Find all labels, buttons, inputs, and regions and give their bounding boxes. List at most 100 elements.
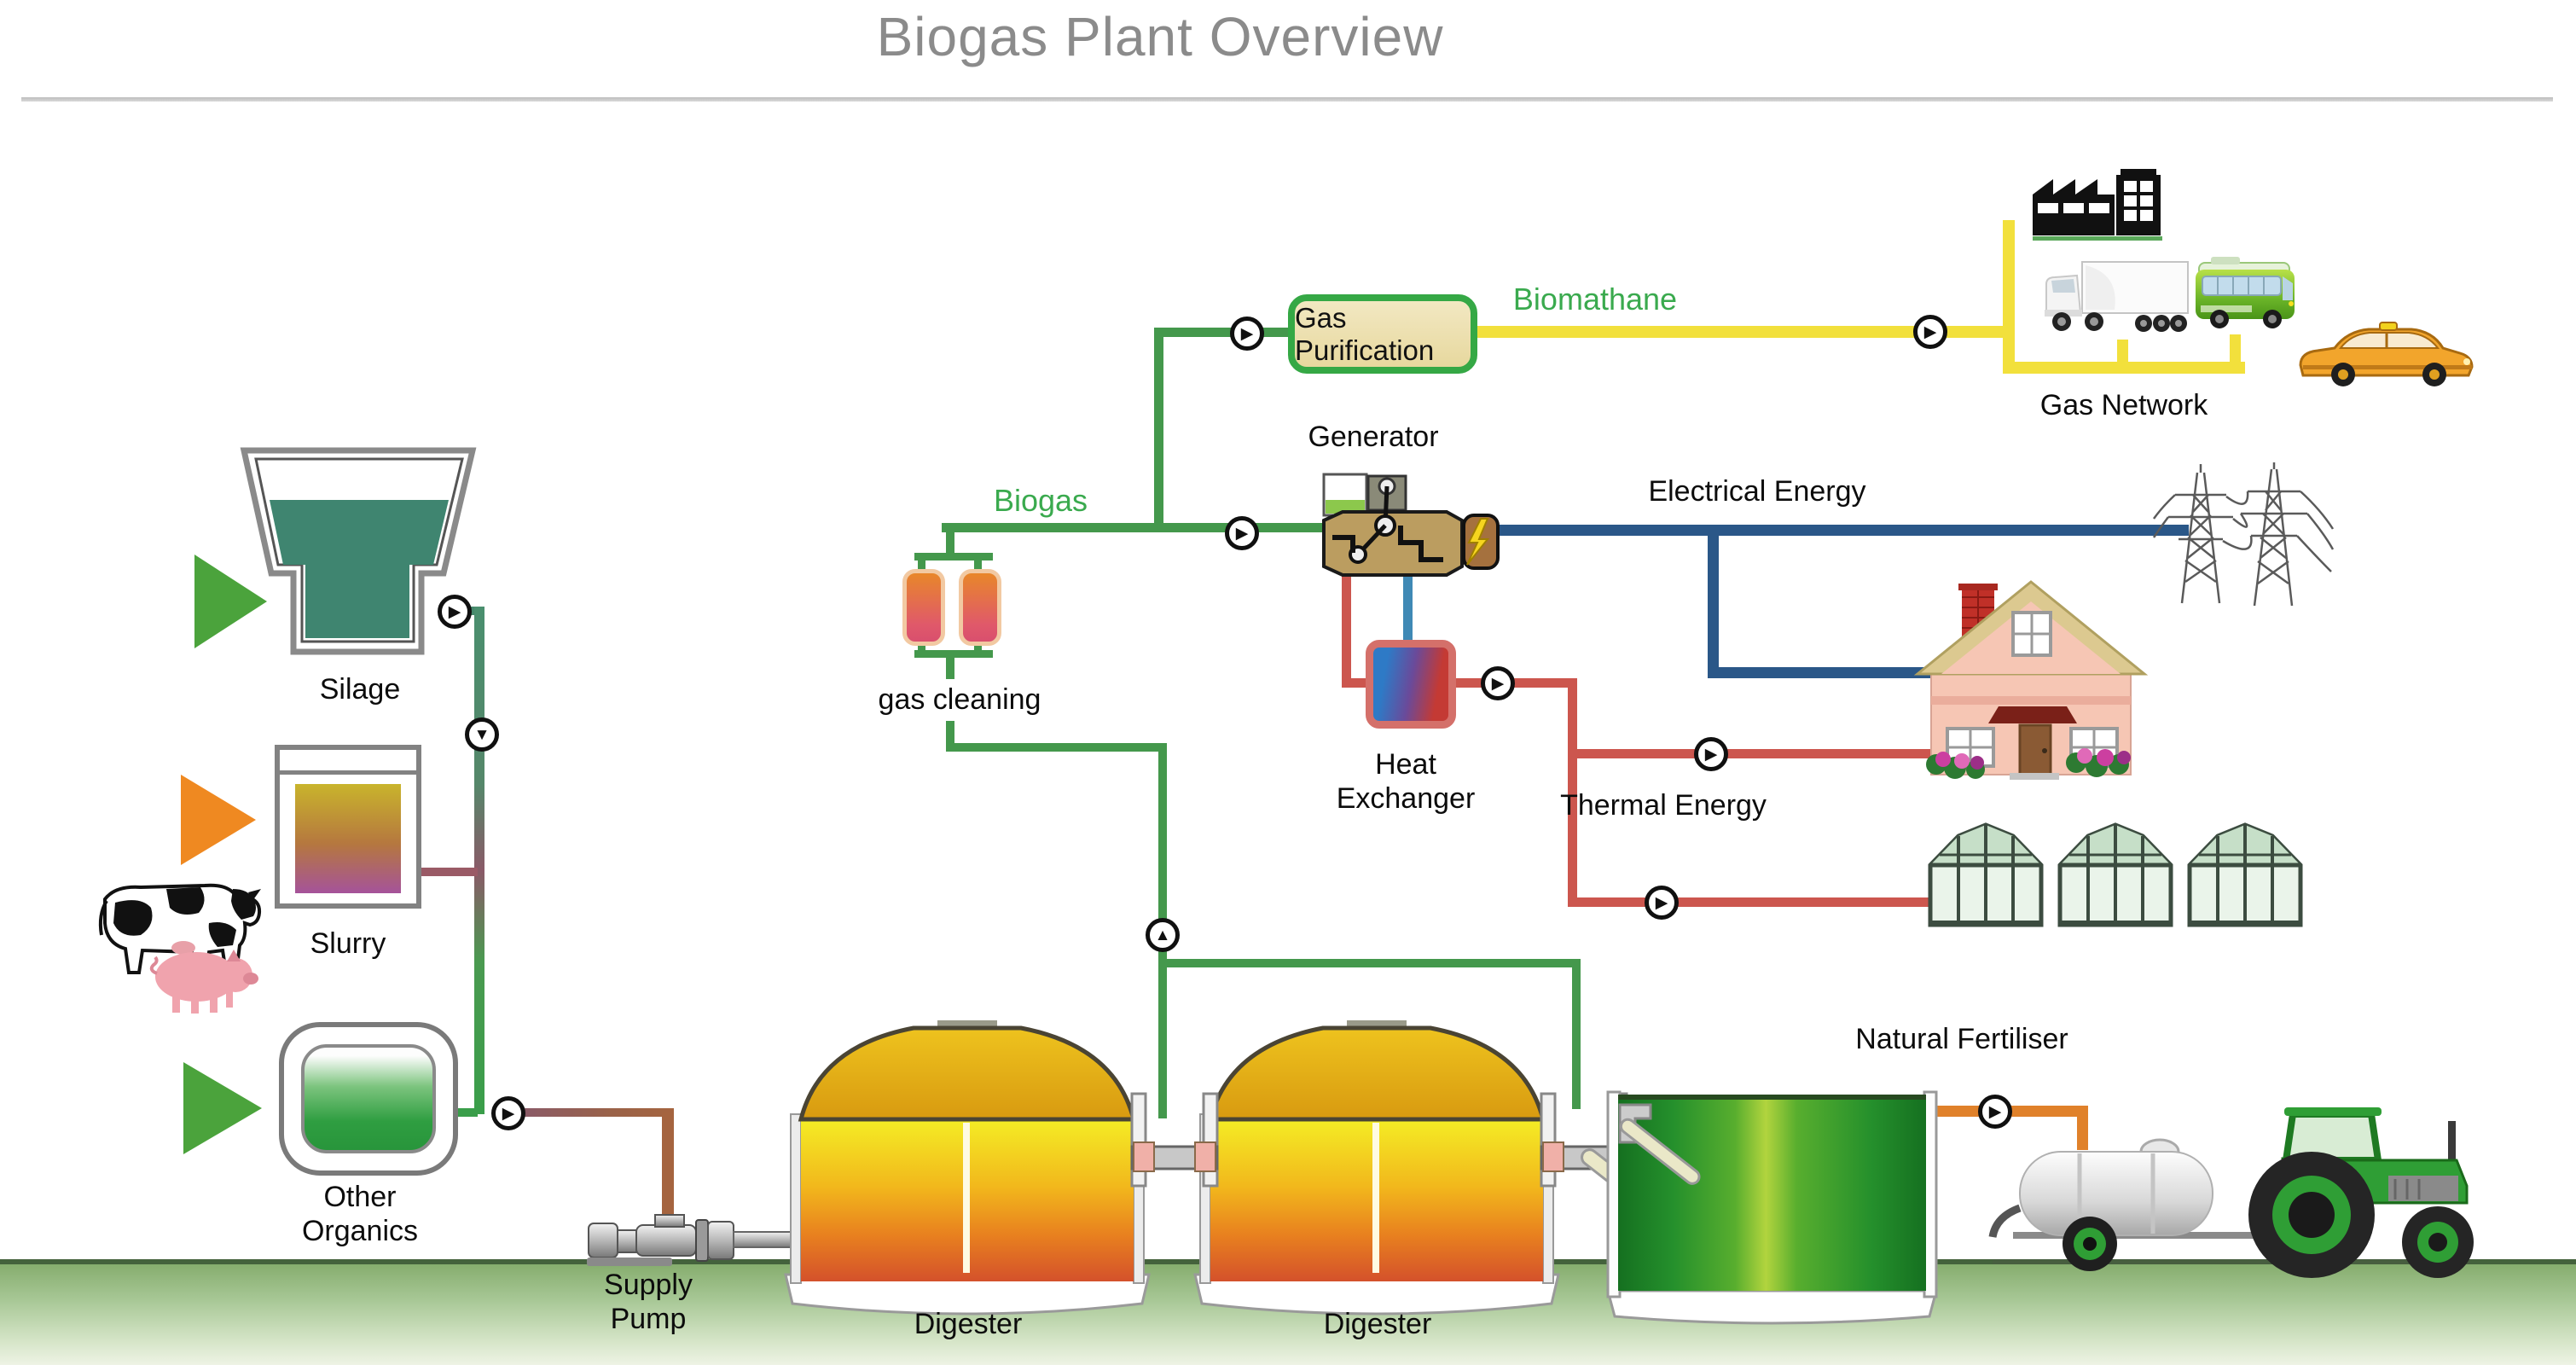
flow-right-glyph: ▶ xyxy=(1988,1102,2002,1121)
bus-icon xyxy=(2196,257,2295,328)
pipe-engine-to-he-vertical xyxy=(1342,572,1351,688)
pipe-slurry-stub xyxy=(399,868,478,876)
flow-right-glyph: ▶ xyxy=(448,602,461,621)
taxi-icon xyxy=(2299,322,2474,386)
pipe-electrical-house-drop xyxy=(1708,525,1719,678)
fertiliser-tank xyxy=(1606,1090,1938,1325)
generator-label: Generator xyxy=(1308,421,1439,453)
pipe-network-bus-stub xyxy=(2230,334,2241,369)
heat-exchanger-label: Heat Exchanger xyxy=(1336,748,1476,816)
flow-arrow-icon-feed-down: ▼ xyxy=(465,717,499,752)
silage-label: Silage xyxy=(319,673,401,706)
gas-cleaning-stub xyxy=(974,638,982,653)
electrical-energy-label: Electrical Energy xyxy=(1648,475,1866,508)
flow-arrow-icon-biogas: ▶ xyxy=(1225,516,1259,550)
gas-cleaning-label: gas cleaning xyxy=(878,683,1041,716)
pig-icon xyxy=(149,950,258,1014)
silage-tank xyxy=(240,447,477,655)
tractor-icon xyxy=(1988,1107,2474,1278)
gas-cleaning-stub xyxy=(918,556,925,573)
flow-right-glyph: ▶ xyxy=(1491,674,1505,693)
slurry-tank-liquid xyxy=(295,784,401,893)
heat-exchanger-box xyxy=(1366,640,1456,729)
gas-cleaning-top-bar xyxy=(914,553,993,561)
pipe-thermal-vertical xyxy=(1568,678,1577,907)
pipe-cleaning-horizontal xyxy=(946,743,1167,752)
digester-connector xyxy=(1130,1092,1219,1188)
slurry-tank xyxy=(275,745,421,909)
gas-purification-box: Gas Purification xyxy=(1288,294,1477,374)
flow-right-glyph: ▶ xyxy=(1655,893,1668,912)
power-pylons-icon xyxy=(2152,462,2335,607)
slurry-label: Slurry xyxy=(310,927,386,960)
pipe-fertiliser-drop xyxy=(2077,1106,2088,1150)
pipe-he-out xyxy=(1454,678,1576,688)
slurry-input-arrow-icon xyxy=(181,775,256,865)
gas-cleaning-bottom-bar xyxy=(914,650,993,658)
digester-2 xyxy=(1193,1020,1560,1316)
pipe-to-purification-vertical xyxy=(1154,328,1163,532)
gas-network-label: Gas Network xyxy=(2039,389,2208,421)
gas-purification-label: Gas Purification xyxy=(1295,301,1435,366)
flow-up-glyph: ▲ xyxy=(1154,926,1171,944)
flow-right-glyph: ▶ xyxy=(1235,524,1249,543)
pipe-gas-collector xyxy=(1158,959,1581,967)
silage-input-arrow-icon xyxy=(194,555,267,648)
pipe-biomethane-main xyxy=(1476,326,2015,338)
flow-arrow-icon-silage: ▶ xyxy=(438,595,472,629)
flow-arrow-icon-heat-out: ▶ xyxy=(1481,666,1515,700)
flow-right-glyph: ▶ xyxy=(502,1104,515,1123)
factory-icon xyxy=(2033,169,2162,241)
gas-cleaning-stub xyxy=(918,638,925,653)
pipe-biogas-main xyxy=(942,523,1331,532)
pipe-engine-to-he-horizontal xyxy=(1342,678,1371,688)
truck-icon xyxy=(2045,261,2189,332)
pipe-to-purification-horizontal xyxy=(1154,328,1291,337)
slurry-tank-lid xyxy=(280,770,416,775)
pipe-thermal-greenhouse xyxy=(1568,897,1935,907)
house-icon xyxy=(1913,580,2149,780)
pipe-network-truck-stub xyxy=(2117,340,2128,369)
thermal-energy-label: Thermal Energy xyxy=(1560,789,1767,822)
pipe-feedstock-vertical xyxy=(474,607,484,1114)
supply-pump xyxy=(587,1214,794,1266)
pipe-electrical-house xyxy=(1708,667,1938,678)
gas-cleaning-vessel xyxy=(959,569,1001,646)
flow-down-glyph: ▼ xyxy=(473,725,490,744)
other-organics-label: Other Organics xyxy=(301,1181,419,1248)
digester-2-label: Digester xyxy=(1323,1308,1432,1340)
pipe-feed-to-pump xyxy=(520,1108,674,1117)
pipe-thermal-house xyxy=(1568,749,1935,758)
title-divider xyxy=(21,97,2553,102)
pipe-coolant xyxy=(1403,573,1413,643)
pipe-electrical-main xyxy=(1496,525,2189,536)
natural-fertiliser-label: Natural Fertiliser xyxy=(1855,1023,2068,1055)
gas-cleaning-stub xyxy=(974,556,982,573)
flow-arrow-icon-gas-riser: ▲ xyxy=(1146,918,1180,952)
flow-arrow-icon-thermal-greenhouse: ▶ xyxy=(1645,886,1679,920)
digester-1-label: Digester xyxy=(914,1308,1023,1340)
flow-arrow-icon-biomethane: ▶ xyxy=(1913,315,1947,349)
digester-1 xyxy=(784,1020,1151,1316)
cow-icon xyxy=(98,883,262,976)
flow-right-glyph: ▶ xyxy=(1704,745,1718,764)
pipe-pump-drop xyxy=(662,1112,674,1228)
supply-pump-label: Supply Pump xyxy=(604,1269,693,1336)
page-title: Biogas Plant Overview xyxy=(876,6,1444,67)
gas-cleaning-vessel xyxy=(902,569,945,646)
flow-right-glyph: ▶ xyxy=(1240,324,1254,343)
flow-arrow-icon-thermal-house: ▶ xyxy=(1694,737,1728,771)
pipe-cleaning-down-1 xyxy=(946,655,954,679)
other-organics-liquid xyxy=(301,1044,436,1153)
biomathane-label: Biomathane xyxy=(1512,282,1678,317)
flow-right-glyph: ▶ xyxy=(1923,322,1937,341)
pipe-cleaning-down-2 xyxy=(946,721,954,752)
pipe-silage-stub xyxy=(461,607,484,615)
pipe-cleaning-up xyxy=(946,523,954,559)
generator-icon xyxy=(1322,473,1500,577)
pipe-gas-riser-2 xyxy=(1572,959,1581,1109)
organics-input-arrow-icon xyxy=(183,1062,262,1154)
flow-arrow-icon-organics: ▶ xyxy=(491,1096,525,1130)
pipe-network-factory-riser xyxy=(2003,220,2015,338)
